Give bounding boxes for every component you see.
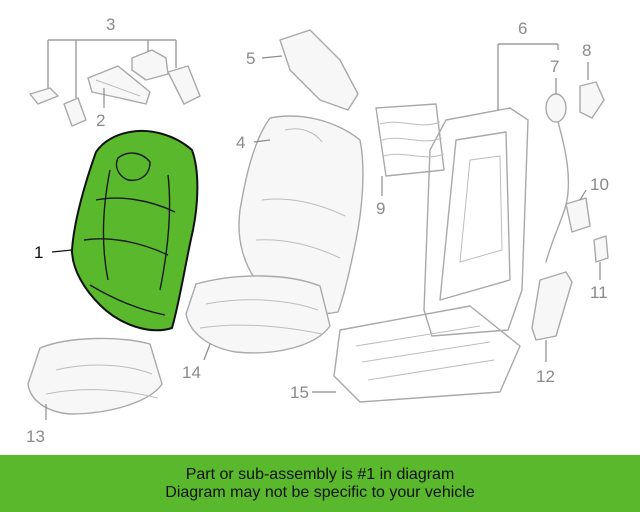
callout-8[interactable]: 8 (582, 41, 591, 60)
callout-15[interactable]: 15 (290, 383, 309, 402)
callout-3[interactable]: 3 (106, 15, 115, 34)
part-8-cover[interactable] (579, 81, 605, 119)
callout-7[interactable]: 7 (550, 57, 559, 76)
info-banner: Part or sub-assembly is #1 in diagram Di… (0, 455, 640, 512)
part-6-seat-frame[interactable] (423, 107, 529, 337)
leader-lines (45, 39, 601, 420)
part-13-seat-cushion[interactable] (27, 337, 163, 415)
part-1-seat-back-cushion[interactable] (71, 129, 199, 332)
callout-2[interactable]: 2 (96, 111, 105, 130)
banner-line-1: Part or sub-assembly is #1 in diagram (185, 465, 455, 483)
callout-6[interactable]: 6 (518, 19, 527, 38)
part-3-clips[interactable] (29, 49, 201, 127)
part-15-seat-track[interactable] (333, 305, 521, 403)
callout-5[interactable]: 5 (246, 49, 255, 68)
part-7-cable[interactable] (545, 93, 570, 263)
banner-line-2: Diagram may not be specific to your vehi… (165, 483, 475, 501)
part-12-side-trim[interactable] (531, 271, 573, 341)
part-14-seat-cushion-cover[interactable] (185, 275, 331, 354)
callout-10[interactable]: 10 (590, 175, 609, 194)
part-2-trim-piece[interactable] (87, 65, 151, 105)
part-11-clip[interactable] (593, 235, 609, 263)
part-9-spring-mat[interactable] (375, 103, 445, 177)
callout-9[interactable]: 9 (376, 199, 385, 218)
part-4-seat-back[interactable] (238, 115, 364, 315)
callout-4[interactable]: 4 (236, 133, 245, 152)
callout-12[interactable]: 12 (536, 367, 555, 386)
part-5-headrest-bracket[interactable] (279, 29, 359, 111)
callout-13[interactable]: 13 (26, 427, 45, 446)
part-10-bracket[interactable] (565, 197, 591, 233)
callout-1[interactable]: 1 (34, 243, 43, 262)
callout-11[interactable]: 11 (590, 283, 608, 302)
callout-14[interactable]: 14 (182, 363, 201, 382)
seat-parts-diagram: 1 2 3 4 5 6 7 8 9 10 11 12 13 14 15 (26, 15, 609, 446)
